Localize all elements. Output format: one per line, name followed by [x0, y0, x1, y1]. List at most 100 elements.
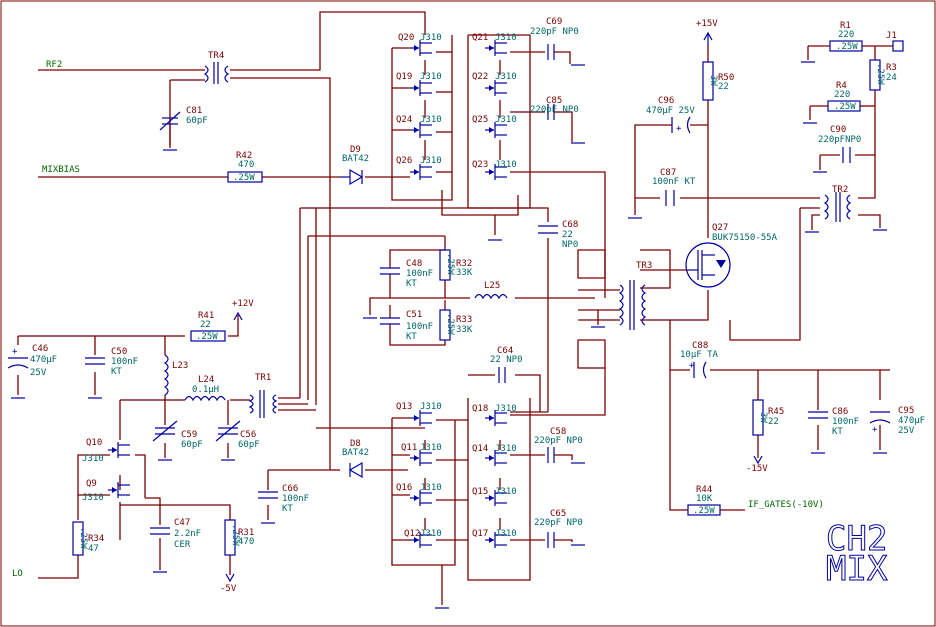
svg-text:C59: C59	[181, 430, 197, 440]
svg-text:TR4: TR4	[208, 51, 224, 61]
capacitor-c96: + C96 470µF 25V	[646, 96, 695, 134]
capacitor-c51: C51 100nF KT	[380, 310, 433, 342]
svg-text:0.1µH: 0.1µH	[192, 385, 219, 395]
capacitor-c64: C64 22 NP0	[490, 346, 523, 383]
svg-text:100nF: 100nF	[282, 494, 309, 504]
svg-text:R42: R42	[236, 151, 252, 161]
svg-text:R44: R44	[696, 485, 712, 495]
svg-text:220: 220	[838, 30, 854, 40]
svg-text:.25W: .25W	[196, 332, 218, 342]
svg-text:J1: J1	[886, 31, 897, 41]
svg-text:J310: J310	[82, 493, 104, 503]
svg-text:100nF: 100nF	[406, 322, 433, 332]
capacitor-c59: C59 60pF	[152, 420, 203, 450]
svg-text:J310: J310	[420, 72, 442, 82]
svg-text:47: 47	[88, 544, 99, 554]
svg-text:+: +	[12, 347, 18, 357]
svg-text:Q20: Q20	[398, 33, 414, 43]
svg-text:J310: J310	[420, 483, 442, 493]
capacitor-c81: C81 60pF	[159, 106, 208, 148]
svg-text:24: 24	[886, 73, 897, 83]
svg-text:R4: R4	[836, 81, 847, 91]
svg-text:Q21: Q21	[472, 33, 488, 43]
capacitor-c86: C86 100nF KT	[808, 407, 859, 437]
resistor-r50: 3W R50 22	[702, 61, 734, 101]
svg-text:Q9: Q9	[86, 479, 97, 489]
svg-text:L23: L23	[172, 361, 188, 371]
svg-text:.25W: .25W	[875, 63, 885, 85]
svg-text:.25W: .25W	[836, 42, 858, 52]
svg-text:+: +	[872, 425, 878, 435]
svg-text:60pF: 60pF	[181, 440, 203, 450]
svg-text:J310: J310	[495, 487, 517, 497]
svg-text:C56: C56	[240, 430, 256, 440]
svg-text:Q10: Q10	[86, 438, 102, 448]
svg-text:J310: J310	[420, 402, 442, 412]
svg-text:.25W: .25W	[445, 313, 455, 335]
svg-text:CER: CER	[174, 540, 191, 550]
jfet-q22: Q22 J310	[472, 72, 517, 97]
svg-text:.25W: .25W	[78, 527, 88, 549]
svg-text:220pF NP0: 220pF NP0	[534, 518, 583, 528]
svg-text:25V: 25V	[30, 368, 47, 378]
svg-text:220pF NP0: 220pF NP0	[530, 27, 579, 37]
svg-text:C69: C69	[546, 17, 562, 27]
svg-text:Q22: Q22	[472, 72, 488, 82]
svg-text:L25: L25	[484, 281, 500, 291]
svg-text:C96: C96	[658, 96, 674, 106]
svg-text:-15V: -15V	[746, 464, 768, 474]
svg-text:Q17: Q17	[472, 529, 488, 539]
capacitor-c87: C87 100nF KT	[652, 168, 696, 206]
svg-text:22 NP0: 22 NP0	[490, 355, 523, 365]
svg-text:C65: C65	[550, 509, 566, 519]
svg-text:Q14: Q14	[472, 444, 488, 454]
resistor-r44: .25W R44 10K	[687, 485, 721, 516]
svg-text:Q13: Q13	[396, 402, 412, 412]
svg-text:J310: J310	[495, 72, 517, 82]
resistor-r1: .25W R1 220	[829, 21, 863, 52]
svg-text:22: 22	[562, 230, 573, 240]
title-line2: MIX	[826, 549, 888, 589]
svg-text:220pF NP0: 220pF NP0	[530, 105, 579, 115]
svg-text:+: +	[676, 124, 682, 134]
svg-text:R50: R50	[718, 73, 734, 83]
capacitor-c56: C56 60pF	[215, 420, 260, 450]
svg-text:C87: C87	[660, 168, 676, 178]
svg-text:J310: J310	[495, 529, 517, 539]
svg-text:2.2nF: 2.2nF	[174, 529, 201, 539]
svg-text:-5V: -5V	[220, 584, 237, 594]
svg-text:.25W: .25W	[230, 524, 240, 546]
capacitor-c58: C58 220pF NP0	[534, 427, 583, 463]
wiring	[17, 11, 893, 605]
diode-d8: D8 BAT42	[342, 439, 369, 479]
svg-text:J310: J310	[420, 529, 442, 539]
capacitor-c47: C47 2.2nF CER	[150, 518, 201, 550]
svg-text:.25W: .25W	[445, 253, 455, 275]
inductor-l23: L23	[163, 354, 188, 396]
svg-text:C64: C64	[497, 346, 513, 356]
svg-text:Q24: Q24	[396, 115, 412, 125]
capacitor-c46: + C46 470µF 25V	[7, 344, 57, 378]
capacitor-c68: C68 22 NP0	[538, 220, 578, 250]
svg-text:100nF: 100nF	[406, 269, 433, 279]
capacitor-c65: C65 220pF NP0	[534, 509, 583, 548]
svg-text:KT: KT	[282, 504, 293, 514]
svg-text:.25W: .25W	[693, 506, 715, 516]
mosfet-q27: Q27 BUK75150-55A	[685, 223, 778, 288]
svg-text:C47: C47	[174, 518, 190, 528]
svg-text:470µF: 470µF	[898, 416, 925, 426]
svg-text:C50: C50	[111, 347, 127, 357]
svg-text:+15V: +15V	[696, 19, 718, 29]
transformer-tr3: TR3	[618, 261, 652, 330]
supply-minus5v: -5V	[220, 573, 237, 594]
transformer-tr4: TR4	[203, 51, 230, 84]
svg-text:TR3: TR3	[636, 261, 652, 271]
svg-text:60pF: 60pF	[186, 116, 208, 126]
svg-text:KT: KT	[832, 427, 843, 437]
